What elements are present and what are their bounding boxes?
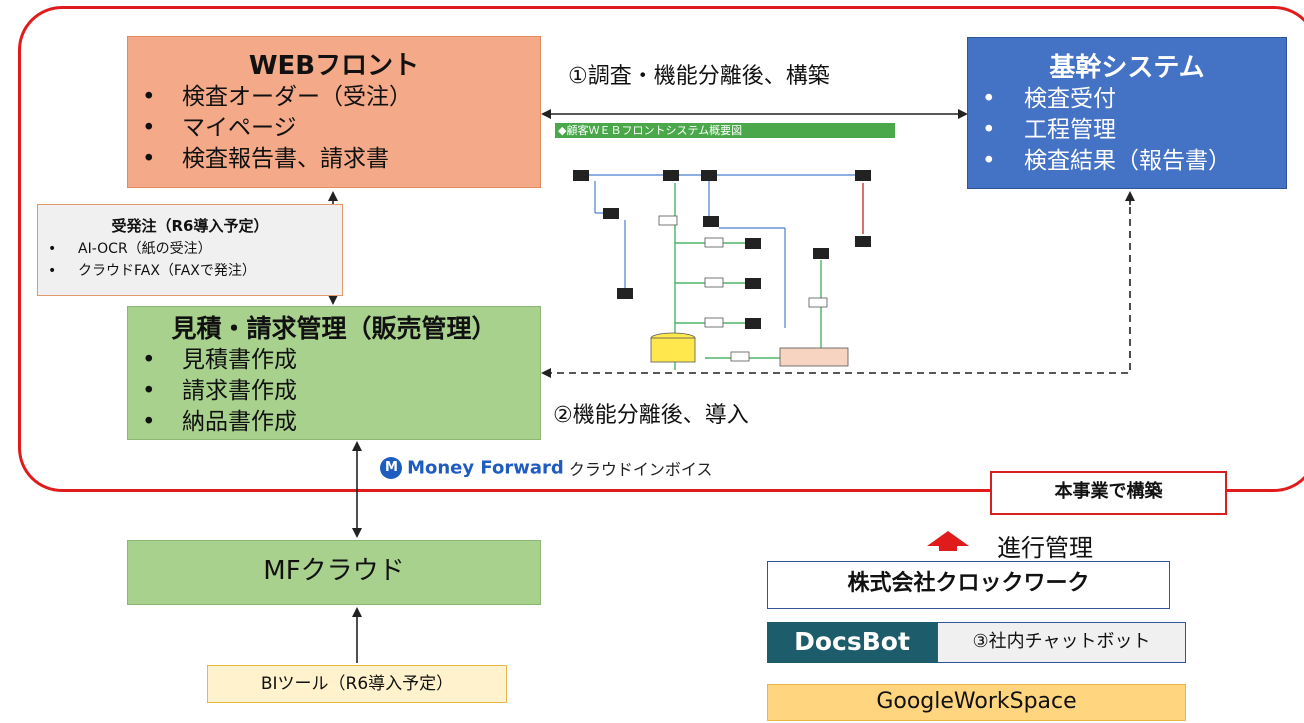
ordering-box: 受発注（R6導入予定） AI-OCR（紙の受注） クラウドFAX（FAXで発注）	[37, 204, 343, 296]
bi-tool-box: BIツール（R6導入予定）	[207, 665, 507, 703]
list-item: 検査受付	[968, 84, 1286, 115]
web-front-list: 検査オーダー（受注） マイページ 検査報告書、請求書	[128, 82, 540, 175]
money-forward-icon: M	[380, 457, 402, 479]
red-up-arrow	[927, 531, 969, 551]
list-item: 納品書作成	[128, 407, 540, 438]
docsbot-label: ③社内チャットボット	[937, 622, 1186, 663]
clockwork-box: 株式会社クロックワーク	[767, 561, 1170, 609]
list-item: 工程管理	[968, 115, 1286, 146]
list-item: クラウドFAX（FAXで発注）	[38, 260, 342, 282]
mf-cloud-box: MFクラウド	[127, 540, 541, 605]
list-item: 請求書作成	[128, 376, 540, 407]
core-system-title: 基幹システム	[1049, 53, 1205, 83]
money-forward-logo: M Money Forward クラウドインボイス	[380, 456, 712, 482]
step2-label: ②機能分離後、導入	[553, 403, 749, 428]
google-workspace-box: GoogleWorkSpace	[767, 684, 1186, 721]
list-item: 検査結果（報告書）	[968, 146, 1286, 177]
list-item: 検査オーダー（受注）	[128, 82, 540, 113]
list-item: AI-OCR（紙の受注）	[38, 238, 342, 260]
this-project-label: 本事業で構築	[990, 471, 1227, 515]
money-forward-text: Money Forward	[407, 457, 564, 479]
core-system-box: 基幹システム 検査受付 工程管理 検査結果（報告書）	[967, 37, 1287, 189]
system-image-caption: ◆顧客ＷＥＢフロントシステム概要図	[555, 123, 895, 138]
sales-management-box: 見積・請求管理（販売管理） 見積書作成 請求書作成 納品書作成	[127, 306, 541, 440]
sales-title: 見積・請求管理（販売管理）	[171, 314, 497, 343]
step1-label: ①調査・機能分離後、構築	[568, 64, 830, 89]
docsbot-logo: DocsBot	[767, 622, 937, 663]
ordering-list: AI-OCR（紙の受注） クラウドFAX（FAXで発注）	[38, 238, 342, 282]
system-overview-image: ◆顧客ＷＥＢフロントシステム概要図	[555, 123, 895, 371]
list-item: 見積書作成	[128, 345, 540, 376]
project-scope-region	[18, 6, 1304, 492]
system-diagram-svg	[573, 170, 871, 370]
sales-list: 見積書作成 請求書作成 納品書作成	[128, 345, 540, 438]
progress-label: 進行管理	[997, 534, 1093, 562]
web-front-title: WEBフロント	[248, 51, 420, 81]
core-sales-dashed-arrow	[541, 195, 1131, 378]
list-item: マイページ	[128, 113, 540, 144]
list-item: 検査報告書、請求書	[128, 144, 540, 175]
web-front-box: WEBフロント 検査オーダー（受注） マイページ 検査報告書、請求書	[127, 36, 541, 188]
ordering-title: 受発注（R6導入予定）	[111, 217, 269, 235]
core-system-list: 検査受付 工程管理 検査結果（報告書）	[968, 84, 1286, 177]
money-forward-product: クラウドインボイス	[568, 460, 713, 479]
